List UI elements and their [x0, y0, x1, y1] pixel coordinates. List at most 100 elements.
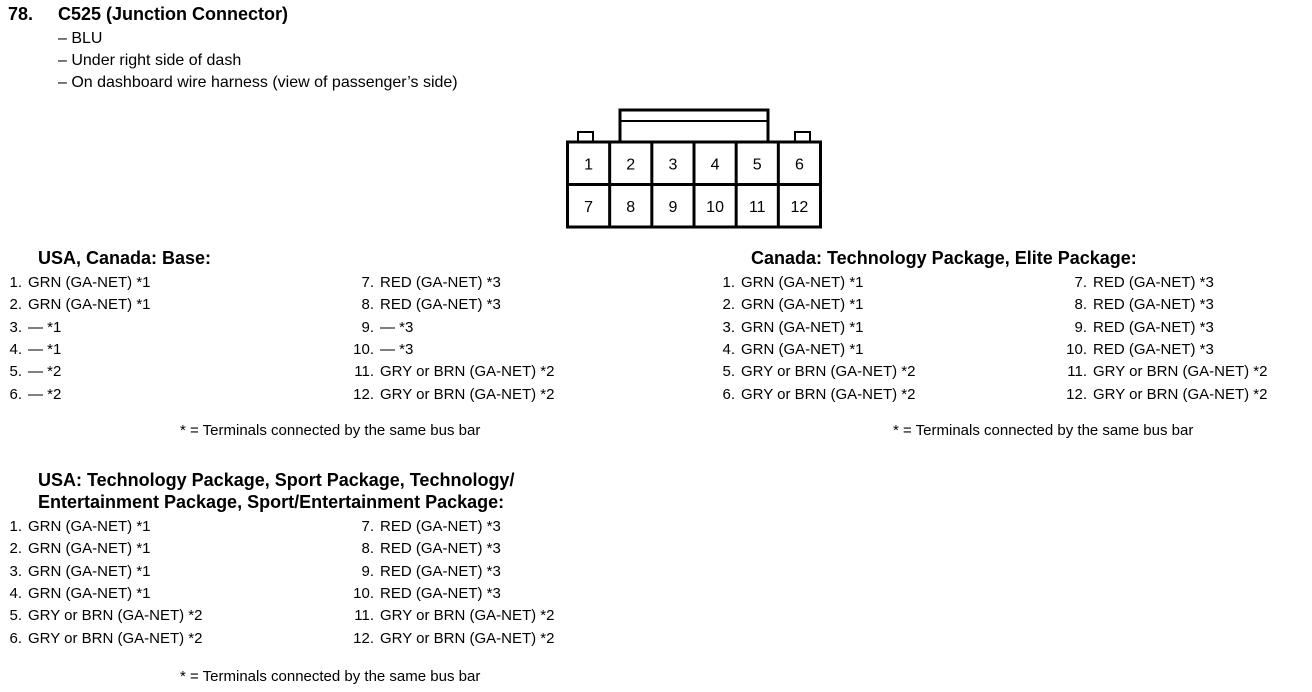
pin-row: 12. GRY or BRN (GA-NET) *2	[344, 628, 554, 650]
pin-wire-description: RED (GA-NET) *3	[380, 584, 501, 602]
connector-pin-label: 10	[706, 199, 724, 216]
pin-wire-description: GRN (GA-NET) *1	[28, 296, 151, 314]
pin-wire-description: GRN (GA-NET) *1	[28, 274, 151, 291]
pin-wire-description: RED (GA-NET) *3	[380, 518, 501, 535]
pin-wire-description: — *1	[28, 340, 62, 358]
pin-wire-description: GRY or BRN (GA-NET) *2	[28, 629, 203, 647]
pin-number: 8.	[361, 540, 374, 558]
pin-row: 9.RED (GA-NET) *3	[1057, 317, 1213, 339]
pin-row: 1.GRN (GA-NET) *1	[2, 516, 150, 538]
pin-row: 8. RED (GA-NET) *3	[344, 538, 501, 560]
pin-wire-description: GRN (GA-NET) *1	[741, 296, 864, 314]
footnote-base: * = Terminals connected by the same bus …	[180, 422, 481, 439]
pin-row: 12. GRY or BRN (GA-NET) *2	[344, 384, 554, 406]
pin-number: 9.	[361, 318, 374, 336]
section-title-usa-tech-line2: Entertainment Package, Sport/Entertainme…	[38, 492, 505, 512]
pin-number: 1.	[722, 274, 735, 291]
pin-wire-description: GRY or BRN (GA-NET) *2	[1093, 385, 1268, 403]
pin-row: 7.RED (GA-NET) *3	[344, 272, 501, 294]
pin-row: 6.GRY or BRN (GA-NET) *2	[715, 384, 915, 406]
connector-title: C525 (Junction Connector)	[58, 4, 289, 24]
section-title-base: USA, Canada: Base:	[38, 248, 212, 268]
pin-row: 7.RED (GA-NET) *3	[1057, 272, 1214, 294]
note-color: – BLU	[58, 30, 103, 47]
pin-row: 2.GRN (GA-NET) *1	[2, 294, 151, 316]
pin-wire-description: GRN (GA-NET) *1	[28, 562, 151, 580]
pin-row: 4.GRN (GA-NET) *1	[715, 339, 863, 361]
pin-wire-description: GRN (GA-NET) *1	[741, 318, 864, 336]
pin-row: 10. RED (GA-NET) *3	[344, 583, 501, 605]
pin-wire-description: — *2	[28, 363, 62, 381]
pin-wire-description: — *3	[380, 340, 414, 358]
pin-row: 7.RED (GA-NET) *3	[344, 516, 501, 538]
pin-row: 4.GRN (GA-NET) *1	[2, 583, 150, 605]
connector-pin-label: 8	[626, 199, 635, 216]
pin-wire-description: GRY or BRN (GA-NET) *2	[380, 607, 555, 625]
pin-wire-description: GRN (GA-NET) *1	[28, 540, 151, 558]
pin-number: 3.	[9, 562, 22, 580]
pin-number: 10.	[353, 340, 374, 358]
pin-number: 1.	[9, 518, 22, 535]
pin-row: 2. GRN (GA-NET) *1	[2, 538, 151, 560]
connector-pin-label: 1	[584, 156, 593, 173]
pin-number: 2.	[722, 296, 735, 314]
section-number: 78.	[8, 4, 34, 24]
pin-number: 5.	[9, 363, 22, 381]
pin-number: 11.	[1067, 363, 1087, 381]
pin-row: 11.GRY or BRN (GA-NET) *2	[1057, 361, 1267, 383]
footnote-canada-tech: * = Terminals connected by the same bus …	[893, 422, 1194, 439]
pin-number: 11.	[354, 363, 374, 381]
pin-number: 4.	[722, 340, 735, 358]
connector-pin-label: 2	[626, 156, 635, 173]
pin-wire-description: GRY or BRN (GA-NET) *2	[380, 385, 555, 403]
pin-number: 12.	[353, 385, 374, 403]
pin-row: 9. RED (GA-NET) *3	[344, 561, 501, 583]
pin-row: 6.GRY or BRN (GA-NET) *2	[2, 628, 202, 650]
pin-row: 10.RED (GA-NET) *3	[1057, 339, 1214, 361]
pin-number: 9.	[361, 562, 374, 580]
pin-number: 3.	[722, 318, 735, 336]
pin-row: 3. GRN (GA-NET) *1	[2, 561, 151, 583]
pin-wire-description: RED (GA-NET) *3	[380, 274, 501, 291]
pin-row: 8.RED (GA-NET) *3	[344, 294, 500, 316]
pin-wire-description: GRY or BRN (GA-NET) *2	[741, 363, 916, 381]
pin-row: 1. GRN (GA-NET) *1	[2, 272, 151, 294]
connector-pin-label: 6	[795, 156, 804, 173]
connector-pin-label: 12	[791, 199, 809, 216]
pin-row: 5. — *2	[2, 361, 61, 383]
pin-wire-description: RED (GA-NET) *3	[380, 540, 501, 558]
pin-number: 4.	[9, 584, 22, 602]
pin-number: 6.	[722, 385, 735, 403]
pin-row: 1.GRN (GA-NET) *1	[715, 272, 863, 294]
connector-pin-label: 7	[584, 199, 593, 216]
pin-wire-description: RED (GA-NET) *3	[380, 562, 501, 580]
pin-row: 5. GRY or BRN (GA-NET) *2	[715, 361, 915, 383]
pin-wire-description: — *2	[28, 385, 62, 403]
section-title-usa-tech-line1: USA: Technology Package, Sport Package, …	[38, 470, 515, 490]
pin-row: 12.GRY or BRN (GA-NET) *2	[1057, 384, 1267, 406]
connector-pin-label: 3	[668, 156, 677, 173]
pin-row: 3. GRN (GA-NET) *1	[715, 317, 864, 339]
pin-wire-description: — *1	[28, 318, 62, 336]
pin-wire-description: GRY or BRN (GA-NET) *2	[380, 629, 555, 647]
pin-number: 12.	[353, 629, 374, 647]
left-nub	[577, 131, 594, 142]
pin-number: 2.	[9, 540, 22, 558]
pin-wire-description: GRY or BRN (GA-NET) *2	[28, 607, 203, 625]
pin-row: 5. GRY or BRN (GA-NET) *2	[2, 605, 202, 627]
pin-number: 5.	[9, 607, 22, 625]
pin-number: 8.	[361, 296, 374, 314]
pin-wire-description: RED (GA-NET) *3	[1093, 274, 1214, 291]
pin-number: 11.	[354, 607, 374, 625]
pin-number: 10.	[353, 584, 374, 602]
pin-wire-description: RED (GA-NET) *3	[1093, 296, 1214, 314]
pin-number: 4.	[9, 340, 22, 358]
note-harness: – On dashboard wire harness (view of pas…	[58, 74, 458, 91]
pin-wire-description: RED (GA-NET) *3	[1093, 340, 1214, 358]
pin-row: 11. GRY or BRN (GA-NET) *2	[344, 605, 554, 627]
pin-number: 8.	[1074, 296, 1087, 314]
connector-pin-label: 11	[749, 199, 766, 216]
pin-number: 5.	[722, 363, 735, 381]
pin-number: 1.	[9, 274, 22, 291]
pin-row: 9.— *3	[344, 317, 413, 339]
